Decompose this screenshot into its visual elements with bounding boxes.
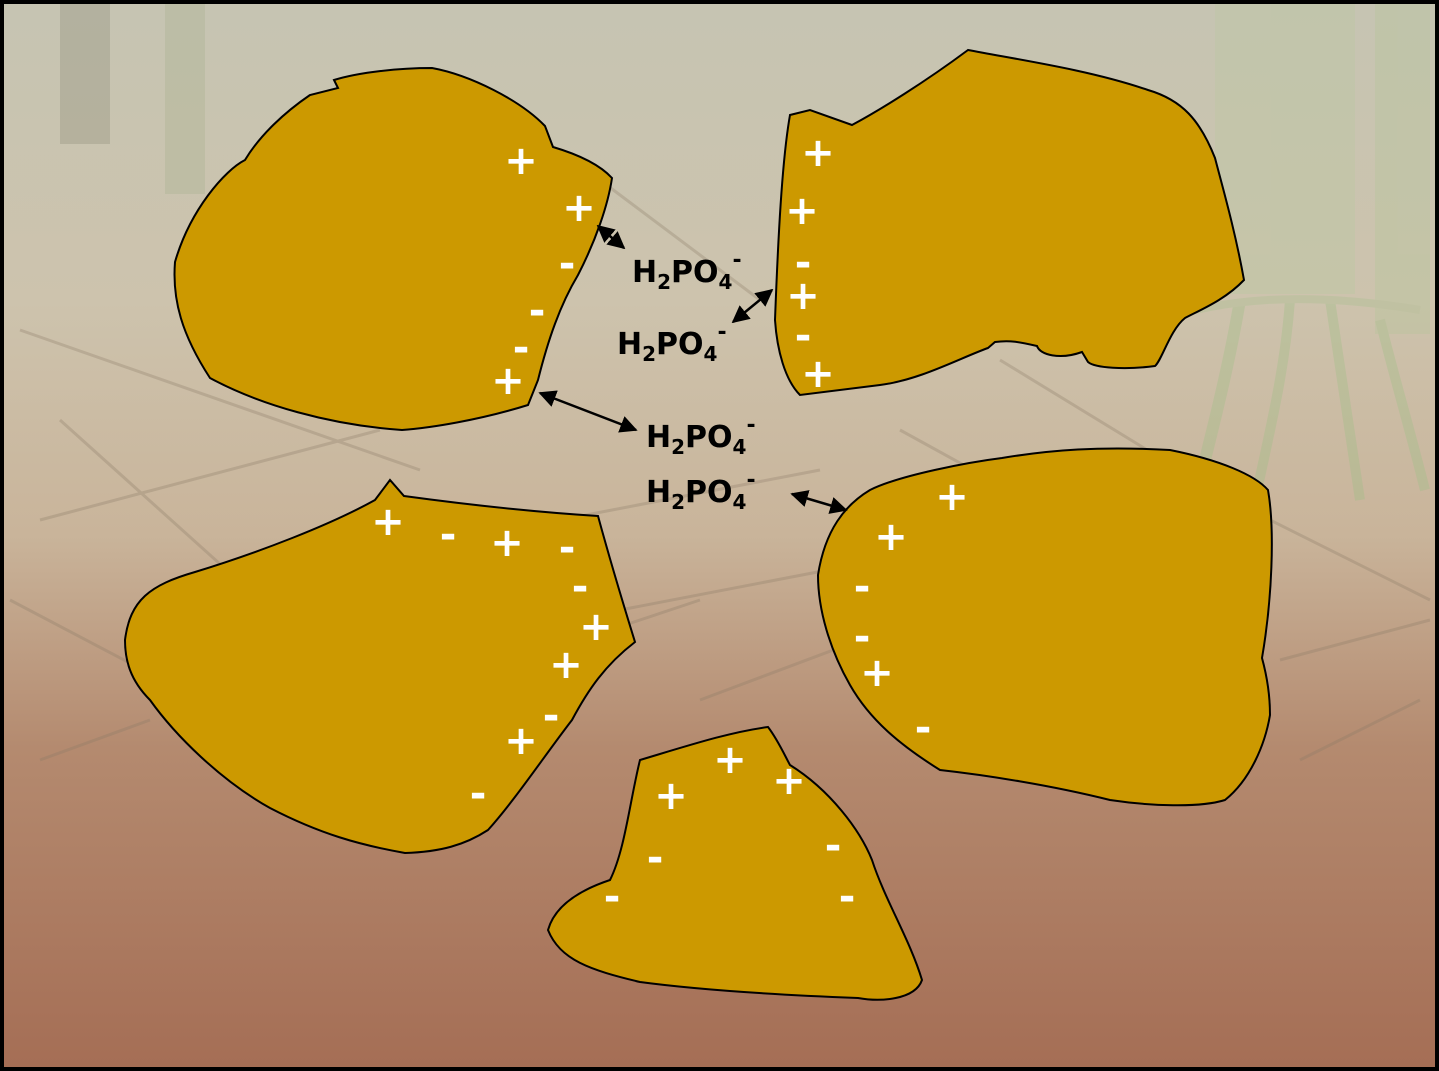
positive-charge: +	[549, 642, 583, 688]
negative-charge: -	[543, 693, 560, 739]
negative-charge: -	[440, 512, 457, 558]
positive-charge: +	[785, 188, 819, 234]
positive-charge: +	[654, 773, 688, 819]
negative-charge: -	[604, 874, 621, 920]
positive-charge: +	[371, 499, 405, 545]
positive-charge: +	[490, 520, 524, 566]
positive-charge: +	[801, 351, 835, 397]
positive-charge: +	[860, 650, 894, 696]
positive-charge: +	[772, 758, 806, 804]
positive-charge: +	[579, 604, 613, 650]
negative-charge: -	[839, 874, 856, 920]
negative-charge: -	[825, 823, 842, 869]
negative-charge: -	[915, 705, 932, 751]
negative-charge: -	[647, 835, 664, 881]
negative-charge: -	[529, 288, 546, 334]
negative-charge: -	[559, 241, 576, 287]
positive-charge: +	[713, 737, 747, 783]
positive-charge: +	[504, 138, 538, 184]
positive-charge: +	[562, 185, 596, 231]
positive-charge: +	[491, 358, 525, 404]
negative-charge: -	[470, 771, 487, 817]
positive-charge: +	[504, 718, 538, 764]
positive-charge: +	[801, 130, 835, 176]
positive-charge: +	[935, 474, 969, 520]
negative-charge: -	[854, 564, 871, 610]
positive-charge: +	[874, 514, 908, 560]
